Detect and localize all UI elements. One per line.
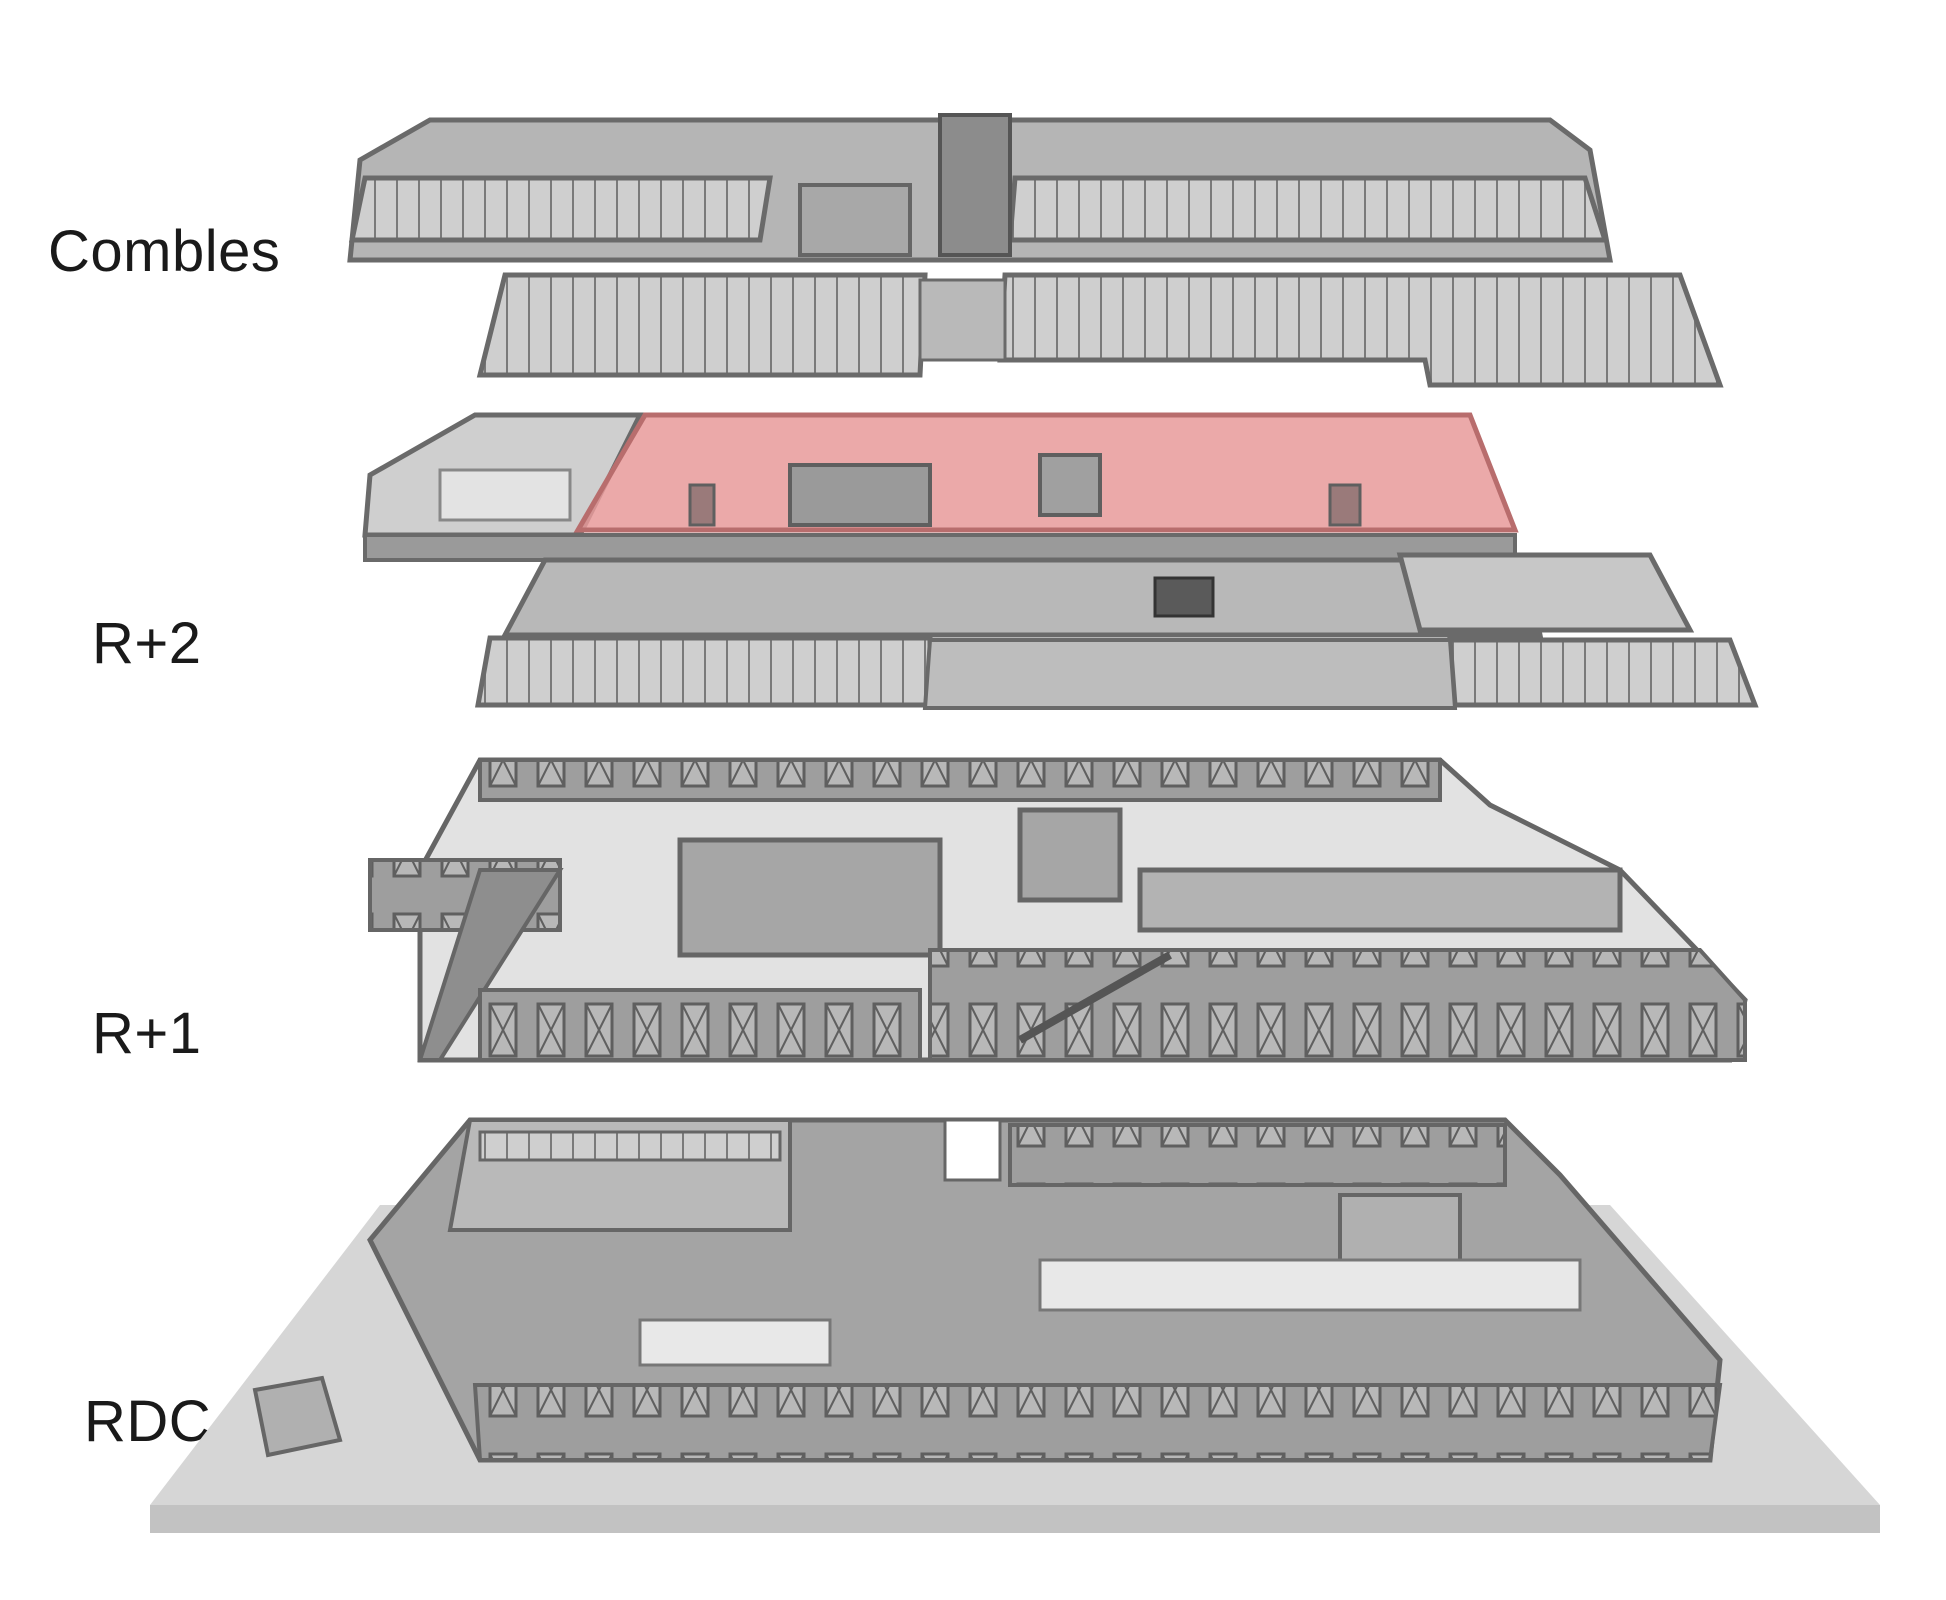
- level-r2: [362, 412, 1759, 710]
- floor-label-r2: R+2: [92, 611, 202, 676]
- small-box: [252, 1375, 343, 1458]
- floor-label-r1: R+1: [92, 1001, 202, 1066]
- floor-label-rdc: RDC: [84, 1389, 212, 1454]
- level-combles: [347, 113, 1724, 388]
- floor-label-combles: Combles: [48, 219, 281, 284]
- level-r1: [368, 757, 1748, 1063]
- level-rdc: [150, 1117, 1880, 1533]
